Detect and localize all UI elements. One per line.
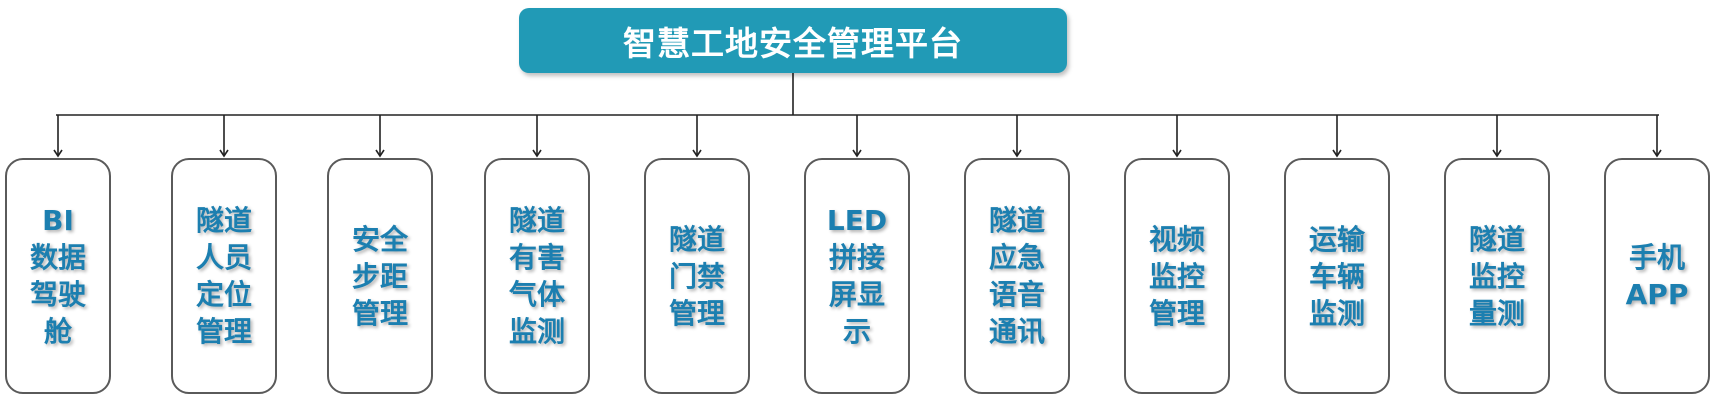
platform-title: 智慧工地安全管理平台 — [623, 23, 963, 63]
module-box-emergency-voice: 隧道 应急 语音 通讯 — [964, 158, 1070, 394]
module-label: 隧道 监控 量测 — [1468, 222, 1525, 330]
module-box-vehicle-monitoring: 运输 车辆 监测 — [1284, 158, 1390, 394]
drop-arrows — [53, 115, 1662, 158]
module-label: LED 拼接 屏显 示 — [826, 204, 888, 348]
module-label: 视频 监控 管理 — [1148, 222, 1205, 330]
module-label: 运输 车辆 监测 — [1308, 222, 1365, 330]
module-box-bi-cockpit: BI 数据 驾驶 舱 — [5, 158, 111, 394]
module-box-safety-step-distance: 安全 步距 管理 — [327, 158, 433, 394]
module-box-led-display: LED 拼接 屏显 示 — [804, 158, 910, 394]
module-label: 隧道 有害 气体 监测 — [508, 204, 565, 348]
module-label: 手机 APP — [1625, 241, 1689, 311]
module-label: 隧道 应急 语音 通讯 — [988, 204, 1045, 348]
platform-title-box: 智慧工地安全管理平台 — [519, 8, 1067, 73]
module-label: 安全 步距 管理 — [351, 222, 408, 330]
module-box-access-control: 隧道 门禁 管理 — [644, 158, 750, 394]
module-label: 隧道 门禁 管理 — [668, 222, 725, 330]
module-box-mobile-app: 手机 APP — [1604, 158, 1710, 394]
module-box-personnel-positioning: 隧道 人员 定位 管理 — [171, 158, 277, 394]
module-box-monitoring-measurement: 隧道 监控 量测 — [1444, 158, 1550, 394]
module-label: 隧道 人员 定位 管理 — [195, 204, 252, 348]
module-box-harmful-gas-monitoring: 隧道 有害 气体 监测 — [484, 158, 590, 394]
module-box-video-surveillance: 视频 监控 管理 — [1124, 158, 1230, 394]
module-label: BI 数据 驾驶 舱 — [29, 204, 86, 348]
